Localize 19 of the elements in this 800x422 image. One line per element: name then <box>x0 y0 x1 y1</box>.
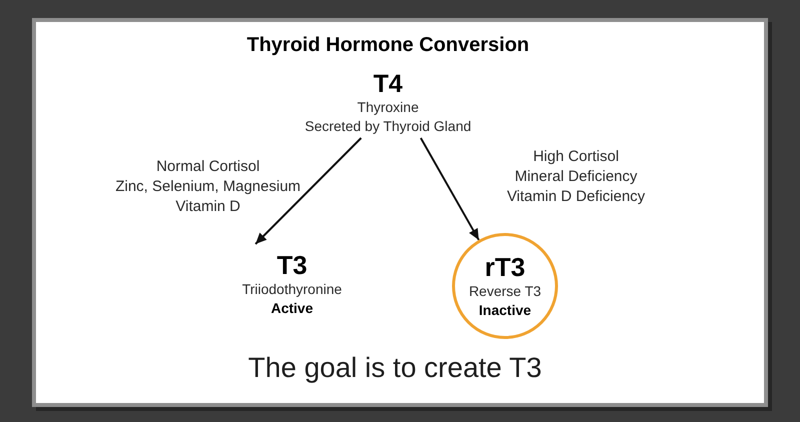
activity-status: Inactive <box>478 301 532 320</box>
condition-text: Vitamin D Deficiency <box>506 187 646 207</box>
hormone-description: Triiodothyronine <box>242 280 342 299</box>
condition-text: Vitamin D <box>176 197 240 217</box>
diagram-title: Thyroid Hormone Conversion <box>246 33 530 57</box>
condition-text: Normal Cortisol <box>156 157 260 177</box>
hormone-name: T3 <box>276 250 308 280</box>
hormone-description: Reverse T3 <box>468 282 542 301</box>
condition-text: High Cortisol <box>533 147 619 167</box>
condition-text: Zinc, Selenium, Magnesium <box>115 177 301 197</box>
hormone-source: Secreted by Thyroid Gland <box>304 117 472 136</box>
arrow <box>420 138 480 240</box>
condition-text: Mineral Deficiency <box>514 167 638 187</box>
arrow <box>254 137 362 245</box>
caption: The goal is to create T3 <box>248 351 542 385</box>
hormone-name: rT3 <box>484 252 526 282</box>
hormone-description: Thyroxine <box>357 98 419 117</box>
activity-status: Active <box>270 299 314 318</box>
hormone-name: T4 <box>373 70 403 98</box>
